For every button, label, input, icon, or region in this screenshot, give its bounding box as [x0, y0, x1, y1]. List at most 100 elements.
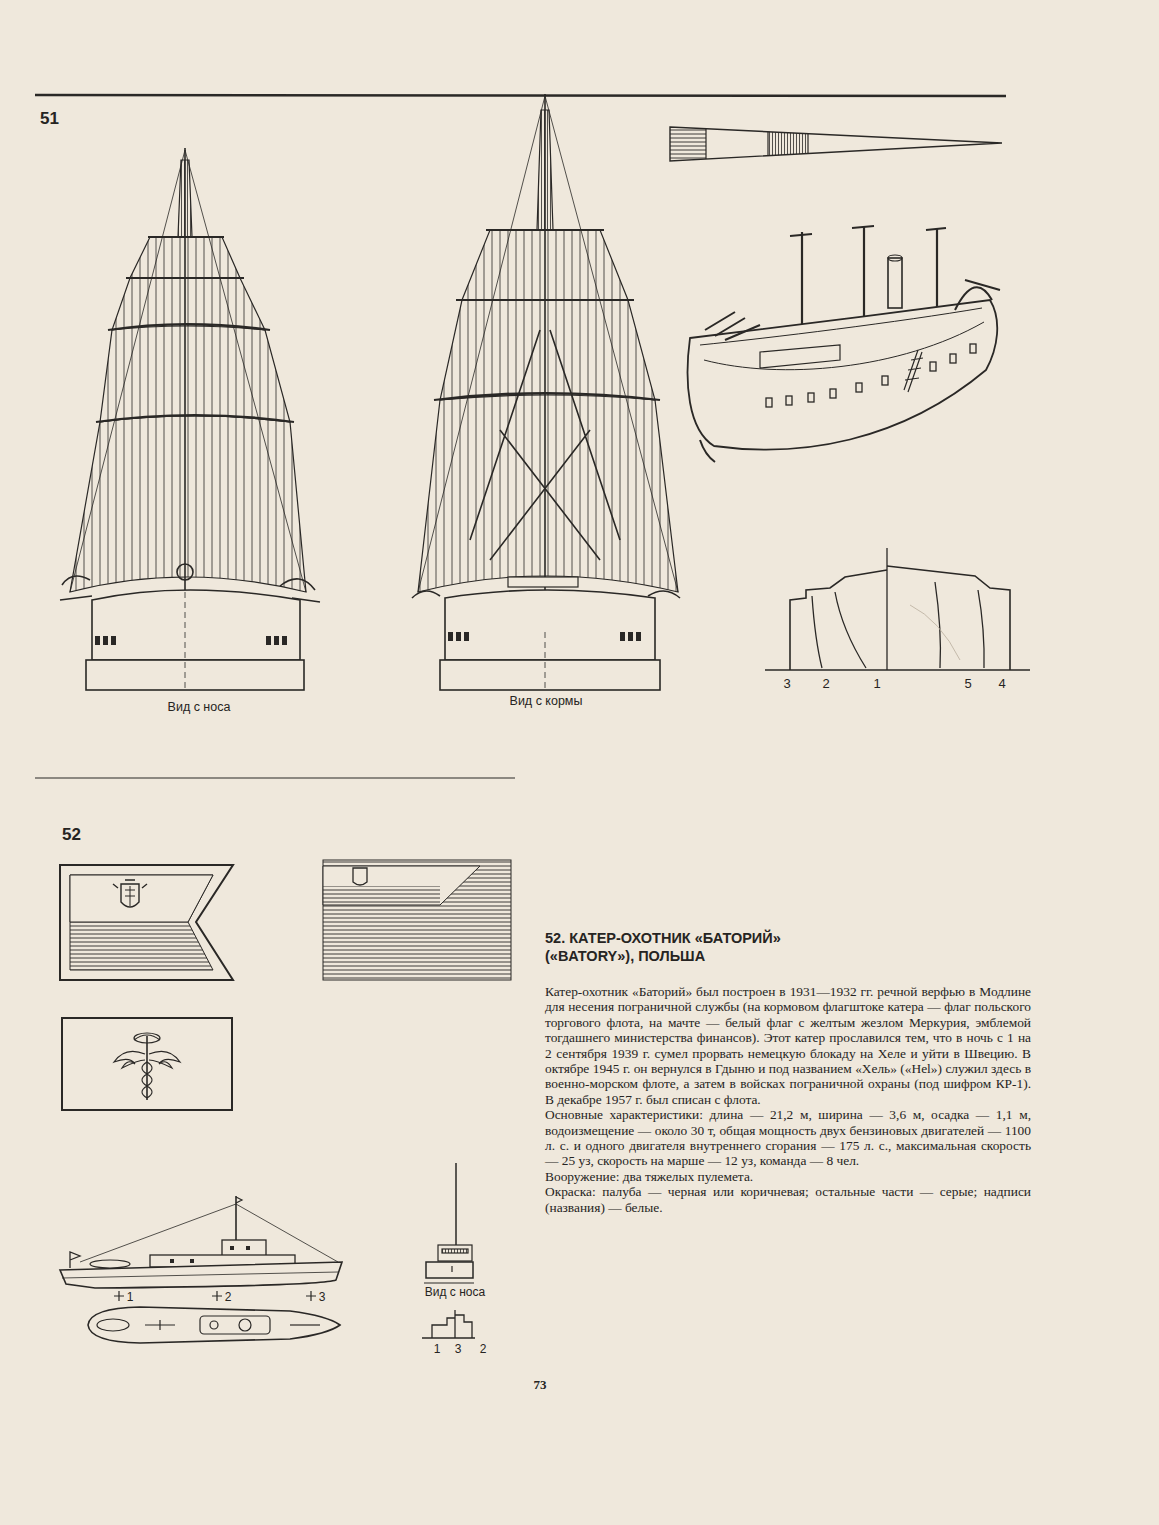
pennant-divider [807, 134, 808, 153]
section-number: 1 [434, 1343, 441, 1356]
superstructure-plan [200, 1316, 270, 1334]
section-number: 3 [319, 1291, 326, 1304]
davit-boats [60, 576, 320, 602]
pennant-divider [705, 129, 706, 159]
section-number: 4 [998, 677, 1005, 691]
mast-top [852, 226, 874, 228]
porthole [830, 389, 836, 398]
sail [100, 325, 290, 422]
mercury-flag-drawing [62, 1018, 232, 1110]
stern-flag [70, 1252, 80, 1268]
porthole [448, 632, 453, 641]
caduceus-wing [149, 1051, 180, 1068]
porthole [882, 376, 888, 385]
mast [455, 1163, 457, 1245]
topmast [537, 110, 553, 230]
figure-number: 51 [40, 110, 59, 129]
stern-view-drawing [412, 94, 680, 690]
section-mark-crosses [114, 1291, 316, 1301]
mast-top [790, 234, 812, 236]
yard [96, 415, 294, 422]
bow-view-drawing [60, 148, 320, 690]
flag-white-half [70, 875, 213, 922]
caduceus-top [134, 1035, 160, 1040]
hull [92, 590, 300, 660]
article-body: Катер-охотник «Баторий» был построен в 1… [545, 984, 1031, 1215]
caduceus-top [134, 1033, 160, 1043]
section-rule [35, 777, 515, 778]
hull-lower [86, 660, 304, 690]
shroud [418, 96, 545, 592]
hull [426, 1262, 473, 1278]
shroud [70, 150, 185, 592]
keel [700, 440, 715, 462]
waterline [62, 1272, 338, 1278]
pennant-divider [767, 132, 768, 156]
portholes [95, 636, 287, 645]
porthole [786, 396, 792, 405]
flag-border [62, 1018, 232, 1110]
section-outline [455, 1315, 472, 1338]
caduceus-wing [114, 1051, 145, 1068]
boat-body-plan [422, 1310, 475, 1338]
section-number: 3 [783, 677, 790, 691]
porthole [274, 636, 279, 645]
porthole [95, 636, 100, 645]
porthole [464, 632, 469, 641]
eagle-emblem [125, 886, 135, 906]
window [170, 1259, 174, 1263]
ladder [904, 350, 923, 392]
topmast [178, 160, 192, 237]
porthole [620, 632, 625, 641]
hull-lower [440, 660, 660, 690]
window [230, 1246, 234, 1250]
view-caption: Вид с носа [425, 1286, 485, 1299]
portholes [766, 344, 976, 407]
baseline [422, 1337, 475, 1338]
hull [445, 590, 655, 660]
boat-bow-view [424, 1163, 474, 1283]
yard [148, 236, 224, 238]
funnel-top [888, 255, 902, 261]
pennant-hatch [768, 127, 808, 161]
window [246, 1246, 250, 1250]
view-caption: Вид с носа [168, 701, 231, 715]
lower-mast [863, 226, 865, 330]
braces [470, 330, 620, 560]
section-number: 2 [822, 677, 829, 691]
section-outline [790, 570, 887, 670]
figure-number: 52 [62, 826, 81, 845]
body-paragraph: Вооружение: два тяжелых пулемета. [545, 1169, 1031, 1184]
body-paragraph: Основные характеристики: длина — 21,2 м,… [545, 1107, 1031, 1169]
body-plan-drawing [765, 548, 1030, 670]
mast-flag [236, 1197, 242, 1203]
pennant-outline [670, 127, 1002, 161]
davit-boats [412, 591, 680, 598]
lower-mast [936, 228, 938, 318]
anchor-ring [177, 564, 193, 580]
yard [456, 299, 634, 301]
stay [80, 1204, 236, 1262]
article-title: 52. КАТЕР-ОХОТНИК «БАТОРИЙ» («BATORY»), … [545, 929, 845, 965]
porthole [456, 632, 461, 641]
body-paragraph: Окраска: палуба — черная или коричневая;… [545, 1184, 1031, 1215]
pencil-marks [910, 605, 960, 660]
fitting [145, 1320, 175, 1330]
sail [462, 230, 628, 300]
porthole [970, 344, 976, 353]
hatch [210, 1321, 218, 1329]
hatch [239, 1319, 251, 1331]
windows [442, 1249, 468, 1253]
hull [688, 300, 998, 450]
section-number: 1 [127, 1291, 134, 1304]
dinghy [97, 1319, 129, 1331]
section-line [935, 582, 984, 668]
centerline [454, 1310, 455, 1338]
sail [112, 278, 265, 330]
merchant-pennant-drawing [60, 865, 233, 980]
yard [486, 229, 604, 231]
pennant-drawing [670, 127, 1002, 161]
eagle-emblem [113, 880, 147, 907]
portholes [448, 632, 641, 641]
